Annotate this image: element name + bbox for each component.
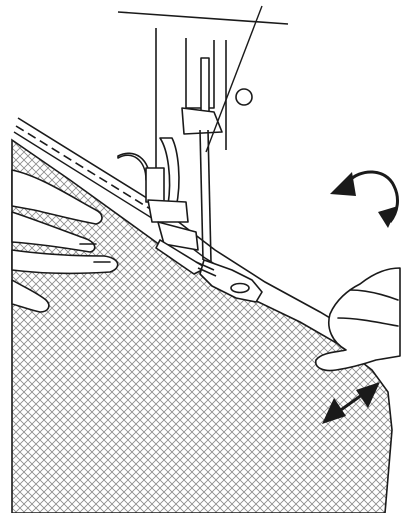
machine-head bbox=[118, 6, 288, 262]
right-hand bbox=[316, 268, 400, 371]
rotate-arrow-icon bbox=[330, 172, 398, 228]
